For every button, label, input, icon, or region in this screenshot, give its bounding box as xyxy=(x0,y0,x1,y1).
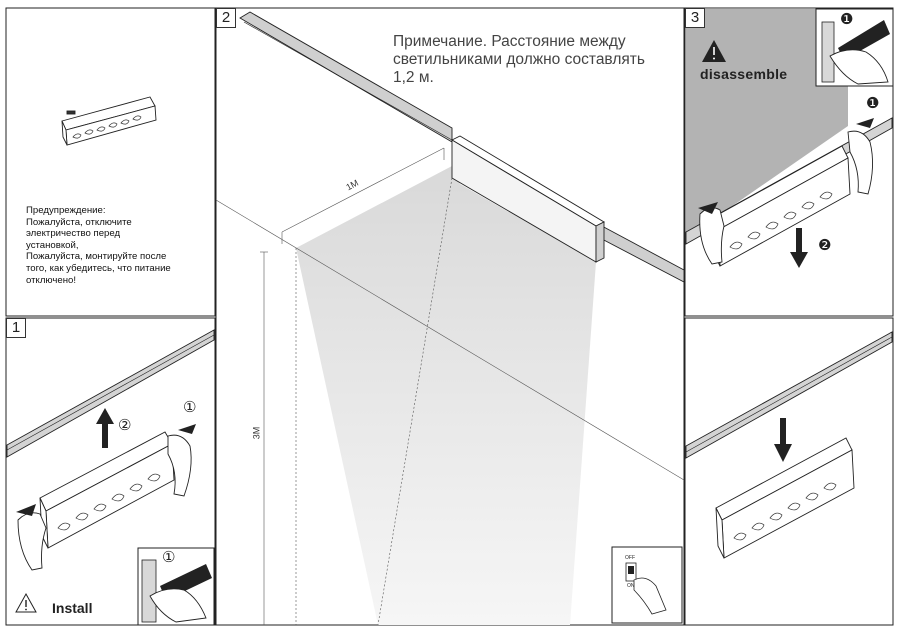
disassemble-illustration xyxy=(685,8,894,268)
step-marker-1-install: ① xyxy=(183,398,197,416)
arrow-icon xyxy=(774,418,792,462)
step-marker-1-disassemble: ❶ xyxy=(866,94,880,112)
panel-number-3: 3 xyxy=(685,8,705,28)
spacing-note: Примечание. Расстояние между светильника… xyxy=(393,33,645,86)
height-dimension-label: 3M xyxy=(251,426,262,440)
panel-number-1: 1 xyxy=(6,318,26,338)
step-marker-1-disassemble-inset: ❶ xyxy=(840,10,854,28)
warning-triangle-icon xyxy=(702,40,726,62)
mounted-lamp-illustration xyxy=(685,331,893,559)
power-switch-icon xyxy=(625,562,667,615)
disassemble-label: disassemble xyxy=(700,66,788,82)
lamp-preview xyxy=(61,96,157,146)
step-marker-2-disassemble: ❷ xyxy=(818,236,832,254)
install-illustration xyxy=(6,329,215,626)
arrow-icon xyxy=(96,408,114,448)
warning-text: Предупреждение: Пожалуйста, отключите эл… xyxy=(26,205,171,286)
step-marker-2-install: ② xyxy=(118,416,132,434)
panel-number-2: 2 xyxy=(216,8,236,28)
spacing-illustration xyxy=(215,11,685,626)
switch-on-label: ON xyxy=(627,583,635,589)
install-label: Install xyxy=(52,600,93,616)
warning-triangle-icon xyxy=(15,592,37,613)
step-marker-1-inset: ① xyxy=(162,548,176,566)
hand-icon xyxy=(699,130,873,265)
switch-off-label: OFF xyxy=(625,555,635,561)
arrow-icon xyxy=(790,228,808,268)
